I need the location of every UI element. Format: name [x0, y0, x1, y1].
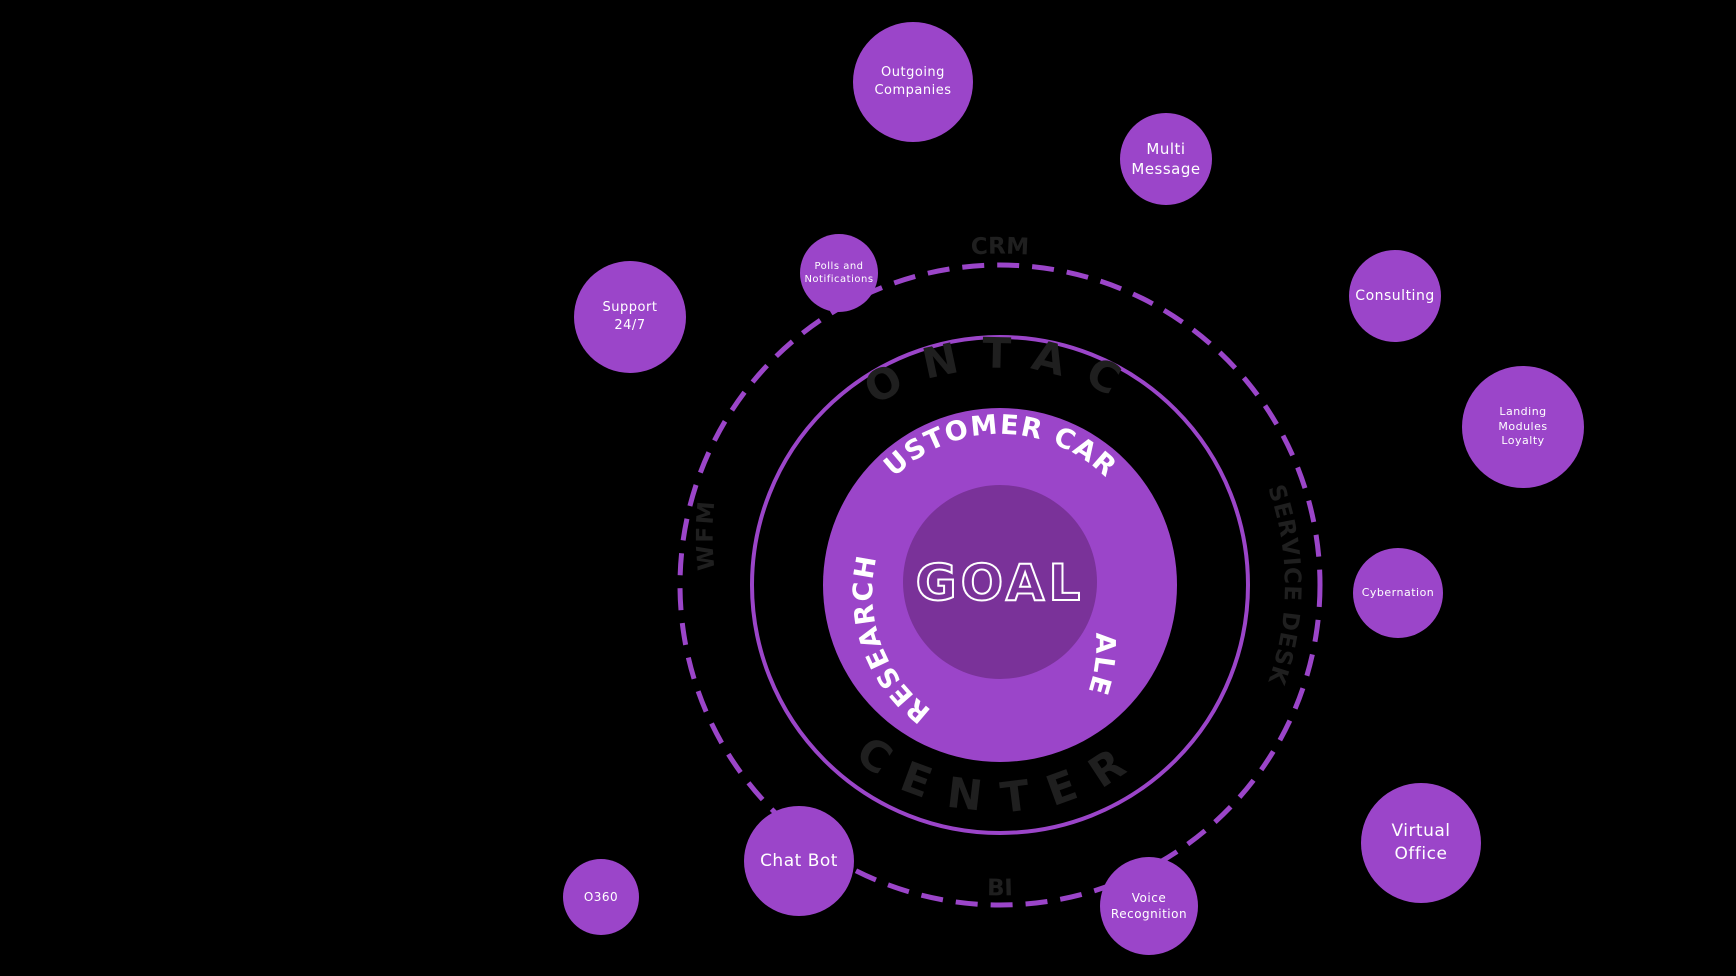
- node-cybernation[interactable]: Cybernation: [1353, 548, 1443, 638]
- goal-label: GOAL: [916, 554, 1085, 612]
- node-support-24-7[interactable]: Support 24/7: [574, 261, 686, 373]
- node-label: Support 24/7: [602, 300, 658, 333]
- svg-text:CRM: CRM: [970, 234, 1029, 261]
- middle-solid-ring: [750, 335, 1250, 835]
- middle-label-contact: CONTACT: [0, 0, 1126, 415]
- outer-label-service-desk: SERVICE DESK: [1262, 482, 1304, 689]
- node-consulting[interactable]: Consulting: [1349, 250, 1441, 342]
- svg-text:SERVICE DESK: SERVICE DESK: [1262, 482, 1305, 689]
- outer-label-wfm: WFM: [692, 498, 718, 571]
- node-label: O360: [583, 889, 619, 904]
- svg-text:CONTACT: CONTACT: [0, 0, 1148, 415]
- node-label: Consulting: [1355, 287, 1435, 304]
- outer-label-bi: BI: [987, 875, 1013, 901]
- outer-dashed-ring: [677, 262, 1323, 908]
- node-chat-bot[interactable]: Chat Bot: [744, 806, 854, 916]
- svg-text:WFM: WFM: [692, 498, 720, 571]
- node-label: Chat Bot: [760, 850, 838, 871]
- goal-disc: [903, 485, 1097, 679]
- outer-label-crm: CRM: [970, 234, 1029, 261]
- node-label: Cybernation: [1361, 585, 1435, 599]
- svg-text:BI: BI: [987, 875, 1013, 901]
- node-o360[interactable]: O360: [563, 859, 639, 935]
